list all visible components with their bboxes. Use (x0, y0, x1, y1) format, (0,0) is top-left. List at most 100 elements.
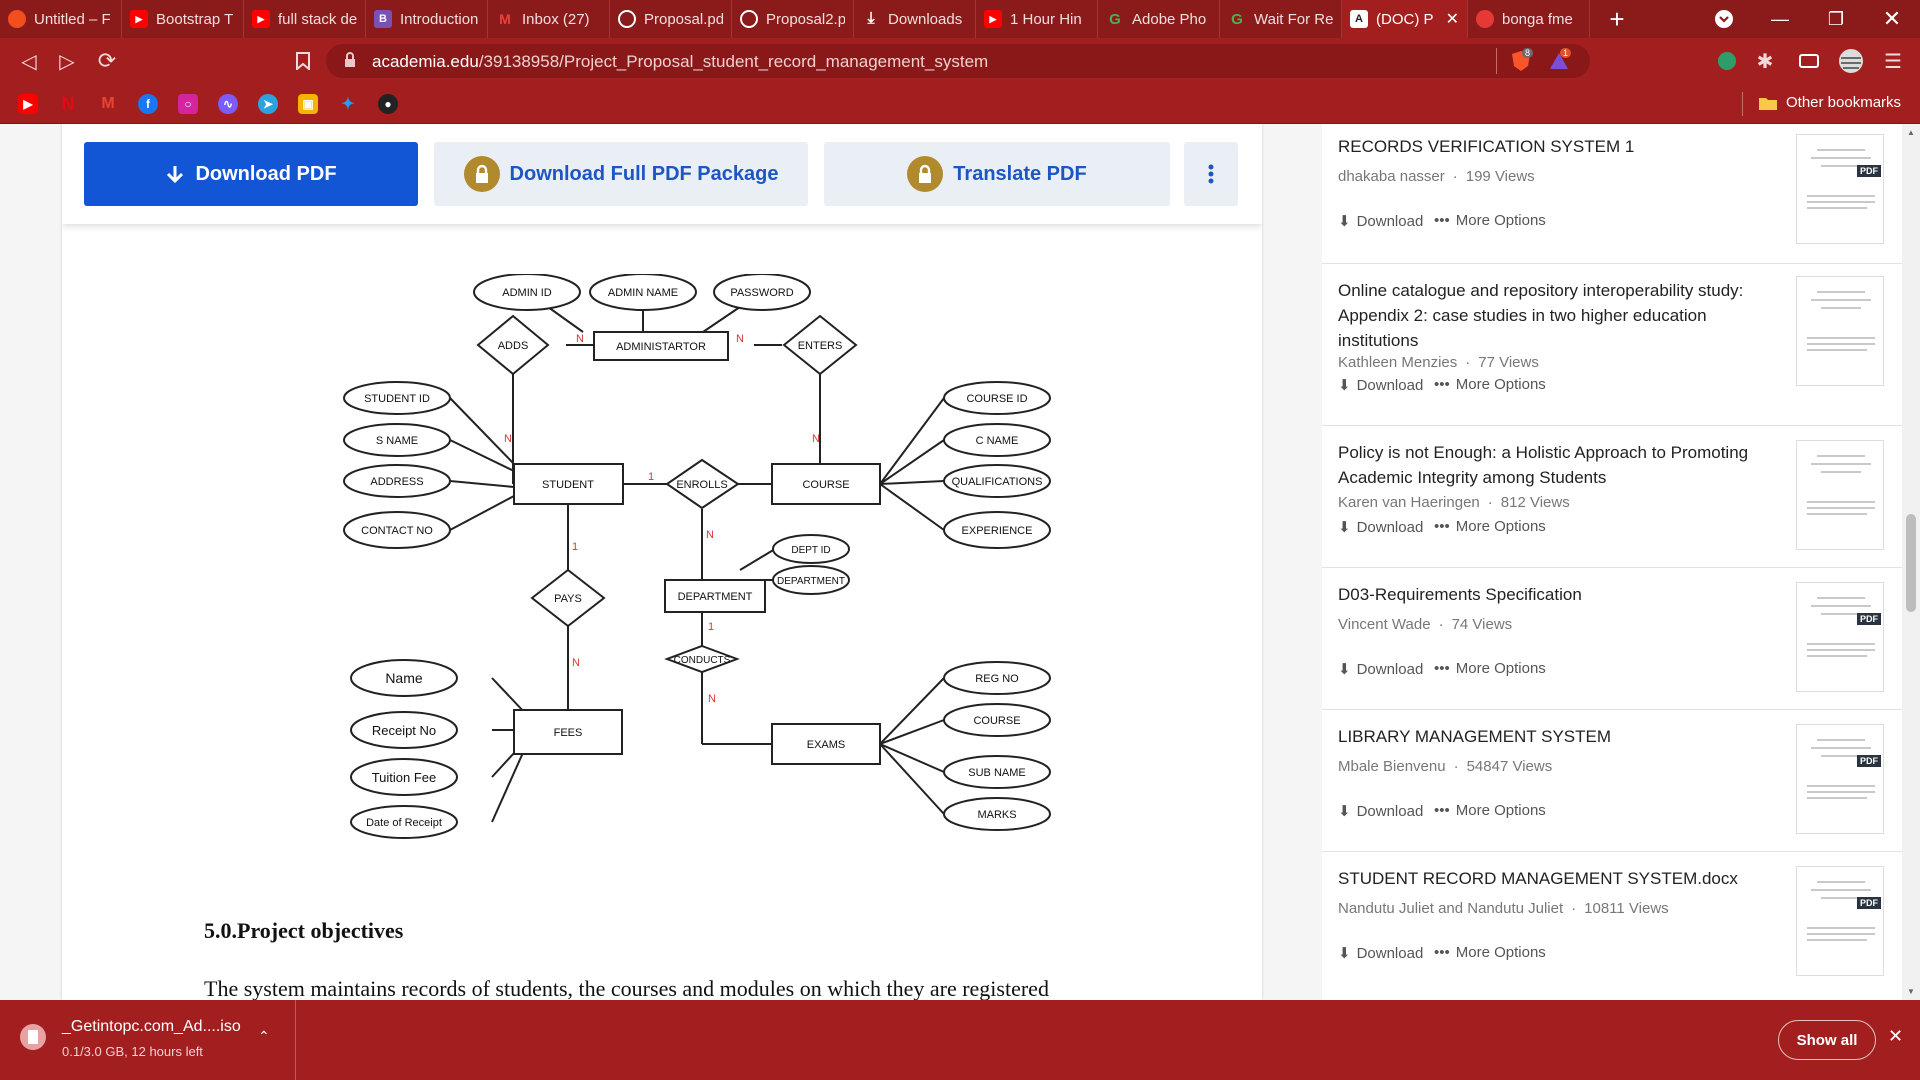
paper-title[interactable]: Online catalogue and repository interope… (1338, 281, 1744, 350)
meta-separator: · (1487, 494, 1493, 511)
paper-thumbnail[interactable] (1796, 440, 1884, 550)
tab-2[interactable]: ▶full stack de (244, 0, 366, 38)
download-package-button[interactable]: Download Full PDF Package (434, 142, 808, 206)
telegram-bookmark-icon[interactable]: ➤ (258, 94, 278, 114)
chevron-up-icon[interactable]: ⌃ (258, 1028, 270, 1044)
paper-thumbnail[interactable]: PDF (1796, 134, 1884, 244)
scroll-up-icon[interactable]: ▲ (1907, 128, 1915, 137)
paper-more-options-button[interactable]: •••More Options (1434, 376, 1546, 393)
paper-more-options-button[interactable]: •••More Options (1434, 660, 1546, 677)
label-conducts: CONDUCTS (674, 655, 731, 666)
back-icon[interactable]: ◁ (21, 50, 37, 73)
paper-more-options-button[interactable]: •••More Options (1434, 944, 1546, 961)
gmail-bookmark-icon[interactable]: M (101, 95, 115, 112)
paper-title[interactable]: STUDENT RECORD MANAGEMENT SYSTEM.docx (1338, 869, 1738, 888)
paper-download-button[interactable]: ⬇Download (1338, 518, 1423, 536)
paper-download-button[interactable]: ⬇Download (1338, 376, 1423, 394)
brave-rewards-icon[interactable]: 1 (1548, 48, 1572, 72)
dots-icon: ••• (1434, 518, 1450, 535)
tab-6[interactable]: Proposal2.p (732, 0, 854, 38)
paper-more-options-button[interactable]: •••More Options (1434, 802, 1546, 819)
brave-shield-icon[interactable]: 8 (1510, 48, 1534, 72)
menu-icon[interactable]: ☰ (1884, 50, 1902, 73)
paper-download-button[interactable]: ⬇Download (1338, 944, 1423, 962)
close-window-icon[interactable]: ✕ (1882, 6, 1902, 31)
reload-icon[interactable]: ⟳ (97, 48, 117, 73)
tab-8[interactable]: ▶1 Hour Hin (976, 0, 1098, 38)
scrollbar[interactable]: ▲ ▼ (1902, 124, 1920, 1000)
bookmark-icon[interactable] (288, 46, 318, 76)
gallery-bookmark-icon[interactable]: ▣ (298, 94, 318, 114)
address-bar[interactable]: academia.edu/39138958/Project_Proposal_s… (326, 44, 1590, 78)
paper-author[interactable]: Mbale Bienvenu (1338, 758, 1446, 775)
close-tab-icon[interactable]: ✕ (1445, 11, 1459, 28)
tab-label: Inbox (27) (522, 10, 590, 28)
netflix-bookmark-icon[interactable]: N (61, 93, 75, 114)
forward-icon[interactable]: ▷ (59, 50, 75, 73)
tab-12[interactable]: bonga fme (1468, 0, 1590, 38)
paper-more-options-button[interactable]: •••More Options (1434, 212, 1546, 229)
new-tab-button[interactable]: + (1609, 3, 1625, 34)
paper-download-button[interactable]: ⬇Download (1338, 660, 1423, 678)
tab-label: Wait For Re (1254, 10, 1333, 28)
youtube-bookmark-icon[interactable]: ▶ (18, 94, 38, 114)
vpn-extension-icon[interactable] (1712, 46, 1742, 76)
paper-title[interactable]: RECORDS VERIFICATION SYSTEM 1 (1338, 137, 1635, 156)
download-shelf: _Getintopc.com_Ad....iso 0.1/3.0 GB, 12 … (0, 1000, 1920, 1080)
tab-5[interactable]: Proposal.pd (610, 0, 732, 38)
arrow-down-icon: ⬇ (1338, 661, 1351, 678)
page-content: Download PDF Download Full PDF Package T… (0, 124, 1920, 1000)
tab-label: (DOC) P (1376, 10, 1434, 28)
paper-author[interactable]: Kathleen Menzies (1338, 354, 1458, 371)
instagram-bookmark-icon[interactable]: ○ (178, 94, 198, 114)
paper-title[interactable]: D03-Requirements Specification (1338, 585, 1582, 604)
download-label: Download (1356, 213, 1424, 230)
twitter-bookmark-icon[interactable]: ✦ (341, 96, 355, 113)
meta-separator: · (1571, 900, 1577, 917)
paper-title[interactable]: Policy is not Enough: a Holistic Approac… (1338, 443, 1749, 487)
paper-thumbnail[interactable]: PDF (1796, 866, 1884, 976)
paper-thumbnail[interactable] (1796, 276, 1884, 386)
minimize-icon[interactable]: — (1771, 8, 1789, 29)
label-password: PASSWORD (730, 287, 793, 299)
translate-pdf-button[interactable]: Translate PDF (824, 142, 1170, 206)
paper-author[interactable]: Karen van Haeringen (1338, 494, 1480, 511)
messenger-bookmark-icon[interactable]: ∿ (218, 94, 238, 114)
label-fees: FEES (554, 727, 583, 739)
tab-11[interactable]: A(DOC) P✕ (1342, 0, 1468, 38)
paper-title[interactable]: LIBRARY MANAGEMENT SYSTEM (1338, 727, 1612, 746)
tab-search-icon[interactable] (1696, 0, 1752, 38)
entity-administrator (593, 331, 729, 361)
paper-author[interactable]: Vincent Wade (1338, 616, 1431, 633)
paper-thumbnail[interactable]: PDF (1796, 724, 1884, 834)
wallet-icon[interactable] (1794, 46, 1824, 76)
scrollbar-thumb[interactable] (1906, 514, 1916, 612)
download-pdf-button[interactable]: Download PDF (84, 142, 418, 206)
facebook-bookmark-icon[interactable]: f (138, 94, 158, 114)
tab-1[interactable]: ▶Bootstrap T (122, 0, 244, 38)
other-bookmarks[interactable]: Other bookmarks (1758, 94, 1901, 111)
paper-download-button[interactable]: ⬇Download (1338, 802, 1423, 820)
paper-thumbnail[interactable]: PDF (1796, 582, 1884, 692)
profile-avatar-icon[interactable] (1836, 46, 1866, 76)
extensions-icon[interactable]: ✱ (1756, 50, 1774, 73)
scroll-down-icon[interactable]: ▼ (1907, 987, 1915, 996)
close-shelf-icon[interactable]: ✕ (1888, 1026, 1904, 1046)
more-actions-button[interactable] (1184, 142, 1238, 206)
paper-author[interactable]: Nandutu Juliet and Nandutu Juliet (1338, 900, 1564, 917)
download-item[interactable]: _Getintopc.com_Ad....iso 0.1/3.0 GB, 12 … (0, 1000, 296, 1080)
paper-author[interactable]: dhakaba nasser (1338, 168, 1445, 185)
paper-download-button[interactable]: ⬇Download (1338, 212, 1423, 230)
tab-7[interactable]: ⤓Downloads (854, 0, 976, 38)
restore-icon[interactable]: ❐ (1827, 8, 1845, 29)
meta-separator: · (1465, 354, 1471, 371)
download-status: 0.1/3.0 GB, 12 hours left (62, 1044, 203, 1059)
show-all-button[interactable]: Show all (1778, 1020, 1876, 1060)
paper-more-options-button[interactable]: •••More Options (1434, 518, 1546, 535)
tab-0[interactable]: Untitled – F (0, 0, 122, 38)
github-bookmark-icon[interactable]: ● (378, 94, 398, 114)
